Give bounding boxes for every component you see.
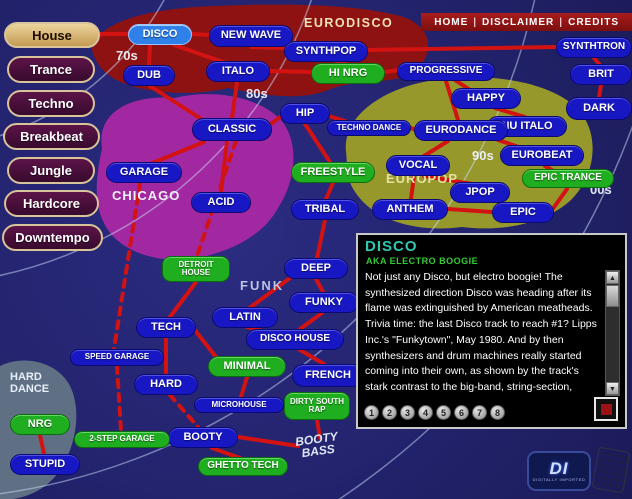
hard-dance-line2: DANCE (10, 383, 50, 395)
track-button-8[interactable]: 8 (490, 405, 505, 420)
node-french[interactable]: FRENCH (292, 364, 364, 387)
node-epic-trance[interactable]: EPIC TRANCE (522, 169, 614, 188)
region-label-booty-bass: BOOTY BASS (294, 429, 341, 460)
node-booty[interactable]: BOOTY (168, 427, 238, 448)
nav-home[interactable]: HOME (434, 16, 469, 28)
europop-region-blob (345, 77, 593, 229)
category-jungle[interactable]: Jungle (7, 157, 95, 184)
scroll-down-button[interactable]: ▼ (606, 382, 619, 395)
node-stupid[interactable]: STUPID (10, 454, 80, 475)
node-tribal[interactable]: TRIBAL (291, 199, 359, 220)
node-dub[interactable]: DUB (123, 65, 175, 86)
node-classic[interactable]: CLASSIC (192, 118, 272, 141)
region-label-chicago: CHICAGO (112, 188, 181, 203)
nav-disclaimer[interactable]: DISCLAIMER (482, 16, 555, 28)
decade-label-70s: 70s (116, 48, 138, 63)
node-deep[interactable]: DEEP (284, 258, 348, 279)
node-dark[interactable]: DARK (566, 97, 632, 120)
category-techno[interactable]: Techno (7, 90, 95, 117)
info-panel-title: DISCO (365, 238, 418, 255)
nav-credits[interactable]: CREDITS (568, 16, 619, 28)
node-latin[interactable]: LATIN (212, 307, 278, 328)
node-brit[interactable]: BRIT (570, 64, 632, 85)
category-house[interactable]: House (4, 22, 100, 48)
node-jpop[interactable]: JPOP (450, 182, 510, 203)
track-button-6[interactable]: 6 (454, 405, 469, 420)
track-button-5[interactable]: 5 (436, 405, 451, 420)
stop-button[interactable] (594, 397, 618, 421)
node-new-wave[interactable]: NEW WAVE (209, 25, 293, 47)
track-button-4[interactable]: 4 (418, 405, 433, 420)
panel-scrollbar[interactable]: ▲ ▼ (605, 270, 620, 396)
di-logo[interactable]: DI DIGITALLY IMPORTED (527, 451, 591, 491)
node-disco-house[interactable]: DISCO HOUSE (246, 329, 344, 350)
category-breakbeat[interactable]: Breakbeat (3, 123, 100, 150)
node-nrg[interactable]: NRG (10, 414, 70, 435)
track-button-1[interactable]: 1 (364, 405, 379, 420)
node-tech[interactable]: TECH (136, 317, 196, 338)
info-panel: DISCO AKA ELECTRO BOOGIE Not just any Di… (356, 233, 627, 429)
track-button-7[interactable]: 7 (472, 405, 487, 420)
region-label-funk: FUNK (240, 278, 285, 293)
info-panel-description: Not just any Disco, but electro boogie! … (365, 271, 597, 393)
node-progressive[interactable]: PROGRESSIVE (397, 62, 495, 81)
di-logo-text: DI (549, 459, 569, 478)
node-eurobeat[interactable]: EUROBEAT (500, 145, 584, 166)
decade-label-80s: 80s (246, 86, 268, 101)
top-nav: HOME | DISCLAIMER | CREDITS (421, 13, 632, 31)
node-2-step-garage[interactable]: 2-STEP GARAGE (74, 431, 170, 448)
track-button-2[interactable]: 2 (382, 405, 397, 420)
node-detroit-house[interactable]: DETROIT HOUSE (162, 256, 230, 282)
node-happy[interactable]: HAPPY (451, 88, 521, 109)
category-downtempo[interactable]: Downtempo (2, 224, 103, 251)
node-ghetto-tech[interactable]: GHETTO TECH (198, 457, 288, 476)
node-hip[interactable]: HIP (280, 103, 330, 124)
hard-dance-line1: HARD (10, 371, 42, 383)
node-garage[interactable]: GARAGE (106, 162, 182, 183)
node-freestyle[interactable]: FREESTYLE (291, 162, 375, 183)
node-synthpop[interactable]: SYNTHPOP (284, 41, 368, 62)
category-hardcore[interactable]: Hardcore (4, 190, 99, 217)
scroll-thumb[interactable] (606, 285, 619, 307)
node-techno-dance[interactable]: TECHNO DANCE (327, 120, 411, 136)
node-microhouse[interactable]: MICROHOUSE (194, 397, 284, 413)
node-hard[interactable]: HARD (134, 374, 198, 395)
scroll-up-button[interactable]: ▲ (606, 271, 619, 284)
track-buttons: 1 2 3 4 5 6 7 8 (364, 405, 505, 420)
track-button-3[interactable]: 3 (400, 405, 415, 420)
node-eurodance[interactable]: EURODANCE (414, 120, 508, 141)
node-epic[interactable]: EPIC (492, 202, 554, 223)
node-vocal[interactable]: VOCAL (386, 155, 450, 176)
node-anthem[interactable]: ANTHEM (372, 199, 448, 220)
di-logo-subtext: DIGITALLY IMPORTED (532, 477, 586, 482)
region-label-eurodisco: EURODISCO (304, 16, 394, 30)
region-label-hard-dance: HARD DANCE (10, 371, 49, 395)
stop-icon (600, 403, 612, 415)
nav-separator: | (559, 16, 564, 28)
node-hi-nrg[interactable]: HI NRG (311, 63, 385, 84)
node-dirty-south-rap[interactable]: DIRTY SOUTH RAP (284, 392, 350, 420)
info-panel-subtitle: AKA ELECTRO BOOGIE (366, 256, 479, 266)
node-acid[interactable]: ACID (191, 192, 251, 213)
node-minimal[interactable]: MINIMAL (208, 356, 286, 377)
category-trance[interactable]: Trance (7, 56, 95, 83)
node-synthtron[interactable]: SYNTHTRON (556, 37, 632, 58)
nav-separator: | (473, 16, 478, 28)
node-disco[interactable]: DISCO (128, 24, 192, 45)
node-speed-garage[interactable]: SPEED GARAGE (70, 349, 164, 366)
node-italo[interactable]: ITALO (206, 61, 270, 82)
node-funky[interactable]: FUNKY (289, 292, 359, 313)
decade-label-90s: 90s (472, 148, 494, 163)
